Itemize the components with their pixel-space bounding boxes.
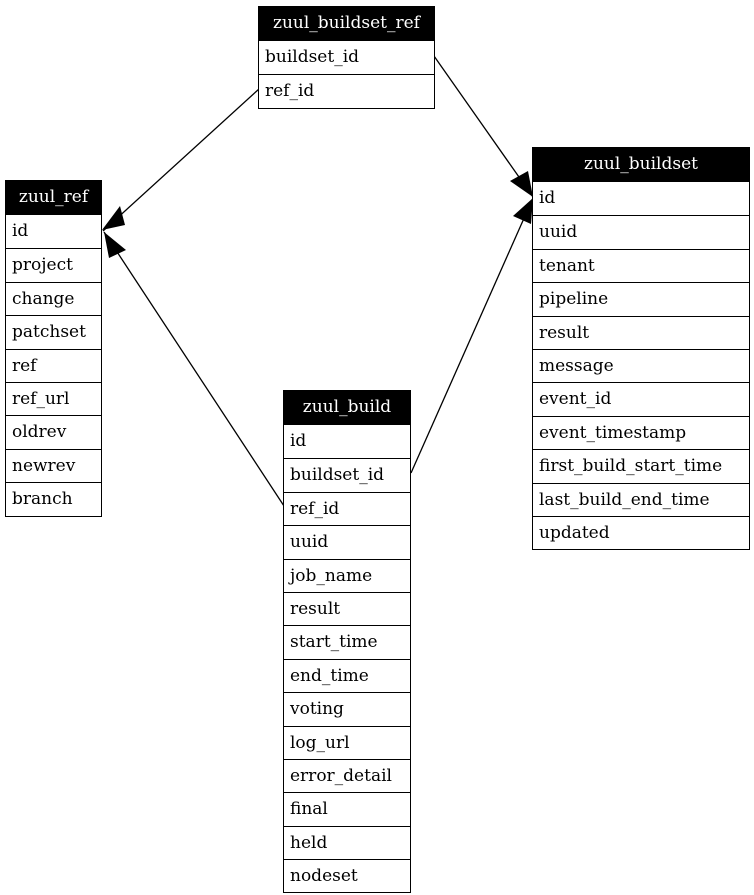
column-first-build-start-time: first_build_start_time — [533, 449, 749, 482]
column-event-id: event_id — [533, 382, 749, 415]
column-ref: ref — [6, 348, 101, 382]
column-buildset-id: buildset_id — [284, 458, 410, 491]
column-message: message — [533, 348, 749, 382]
table-zuul-build: zuul_build id buildset_id ref_id uuid jo… — [283, 390, 411, 894]
column-error-detail: error_detail — [284, 758, 410, 792]
column-id: id — [539, 188, 556, 208]
column-event-timestamp: event_timestamp — [533, 415, 749, 449]
column-final: final — [284, 792, 410, 825]
table-title: zuul_buildset_ref — [259, 7, 434, 41]
table-zuul-buildset-ref: zuul_buildset_ref buildset_id ref_id — [258, 6, 435, 109]
column-branch: branch — [6, 482, 101, 515]
column-patchset: patchset — [6, 315, 101, 348]
column-project: project — [6, 248, 101, 281]
table-zuul-ref: zuul_ref id project change patchset ref … — [5, 180, 102, 517]
edge-build-to-ref — [103, 231, 285, 507]
arrowhead-buildset-from-buildset-ref — [510, 171, 533, 197]
column-oldrev: oldrev — [6, 415, 101, 448]
edge-buildset-ref-to-ref — [102, 88, 260, 232]
column-ref-id: ref_id — [284, 491, 410, 525]
column-last-build-end-time: last_build_end_time — [533, 482, 749, 516]
column-start-time: start_time — [284, 625, 410, 658]
edge-buildset-ref-to-buildset — [433, 55, 534, 198]
arrowhead-ref-from-build — [104, 232, 126, 258]
arrowhead-ref-from-buildset-ref — [102, 206, 125, 230]
column-ref-id: ref_id — [259, 74, 434, 107]
column-uuid: uuid — [284, 525, 410, 558]
table-zuul-buildset: zuul_buildset id uuid tenant pipeline re… — [532, 147, 750, 551]
column-result: result — [533, 315, 749, 349]
column-ref-url: ref_url — [6, 381, 101, 415]
column-job-name: job_name — [284, 558, 410, 592]
column-nodeset: nodeset — [284, 859, 410, 892]
column-held: held — [284, 825, 410, 859]
column-change: change — [6, 281, 101, 315]
column-id: id — [290, 431, 307, 451]
column-log-url: log_url — [284, 725, 410, 759]
arrowhead-buildset-from-build — [513, 198, 533, 224]
column-buildset-id: buildset_id — [265, 47, 360, 67]
table-title: zuul_build — [284, 391, 410, 425]
column-end-time: end_time — [284, 658, 410, 692]
column-pipeline: pipeline — [533, 282, 749, 315]
column-tenant: tenant — [533, 248, 749, 282]
edge-build-to-buildset — [410, 197, 534, 474]
column-id: id — [12, 221, 29, 241]
column-uuid: uuid — [533, 215, 749, 248]
column-voting: voting — [284, 692, 410, 725]
column-updated: updated — [533, 515, 749, 549]
table-title: zuul_ref — [6, 181, 101, 215]
column-result: result — [284, 591, 410, 625]
column-newrev: newrev — [6, 448, 101, 482]
table-title: zuul_buildset — [533, 148, 749, 182]
